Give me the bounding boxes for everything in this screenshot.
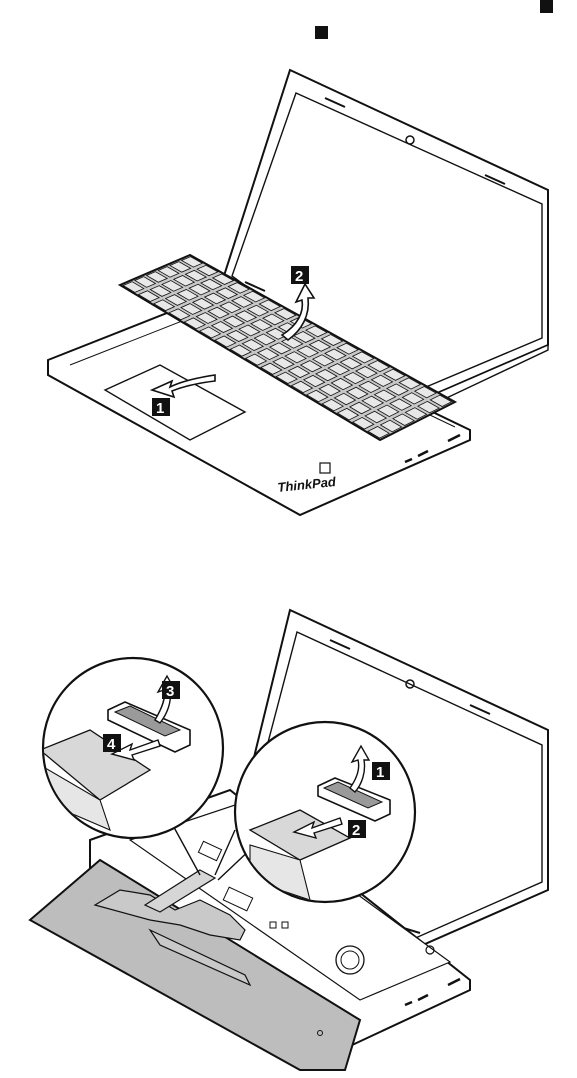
- step-badge-4: 4: [103, 734, 121, 753]
- step-badge-2: 2: [348, 820, 366, 839]
- keyboard-removal-illustration: ThinkPad 1 2: [0, 0, 577, 530]
- step-badge-1: 1: [372, 762, 390, 781]
- zoom-callout-left: [40, 658, 223, 838]
- step-badge-2: 2: [291, 266, 309, 285]
- zoom-callout-right: [235, 722, 415, 902]
- svg-text:3: 3: [166, 683, 174, 700]
- svg-text:2: 2: [352, 822, 360, 839]
- step-badge-1: 1: [152, 398, 170, 417]
- cable-disconnect-illustration: 3 4 1 2: [0, 590, 577, 1073]
- svg-text:1: 1: [376, 764, 384, 781]
- svg-text:2: 2: [295, 268, 303, 285]
- svg-text:1: 1: [156, 400, 164, 417]
- laptop-drawing-top: ThinkPad 1 2: [0, 0, 577, 530]
- svg-text:4: 4: [107, 736, 116, 753]
- laptop-drawing-bottom: 3 4 1 2: [0, 590, 577, 1073]
- step-badge-3: 3: [162, 681, 180, 700]
